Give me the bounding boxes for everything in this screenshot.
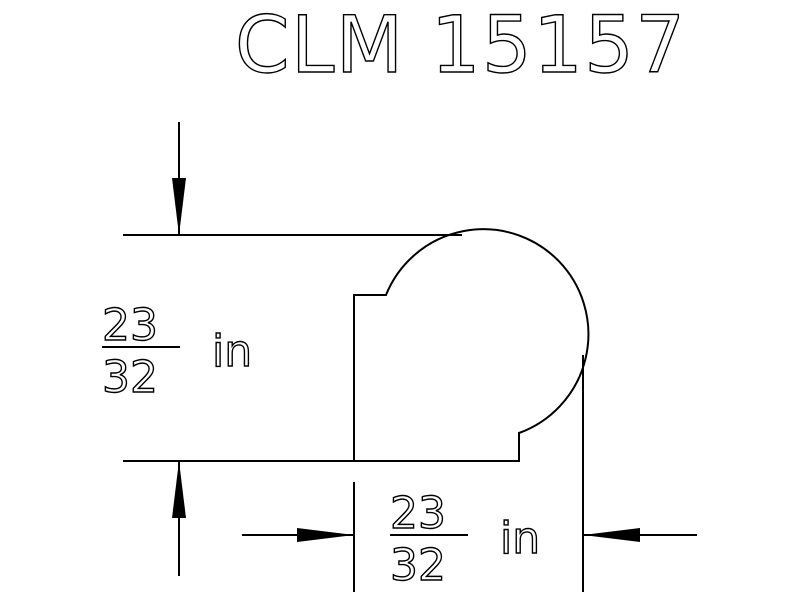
width-numerator: 23 [390, 488, 446, 539]
width-dimension-label: 23 32 in [389, 487, 541, 591]
height-dimension-label: 23 32 in [101, 299, 253, 403]
part-title: CLM 15157 [235, 1, 685, 91]
molding-profile [353, 228, 590, 462]
height-numerator: 23 [102, 300, 158, 351]
arrow-down-icon [172, 178, 186, 235]
height-unit: in [212, 326, 252, 377]
arrow-right-icon [297, 528, 354, 542]
width-denominator: 32 [390, 540, 446, 591]
arrow-up-icon [172, 461, 186, 518]
arrow-left-icon [583, 528, 640, 542]
height-denominator: 32 [102, 352, 158, 403]
width-unit: in [500, 513, 540, 564]
